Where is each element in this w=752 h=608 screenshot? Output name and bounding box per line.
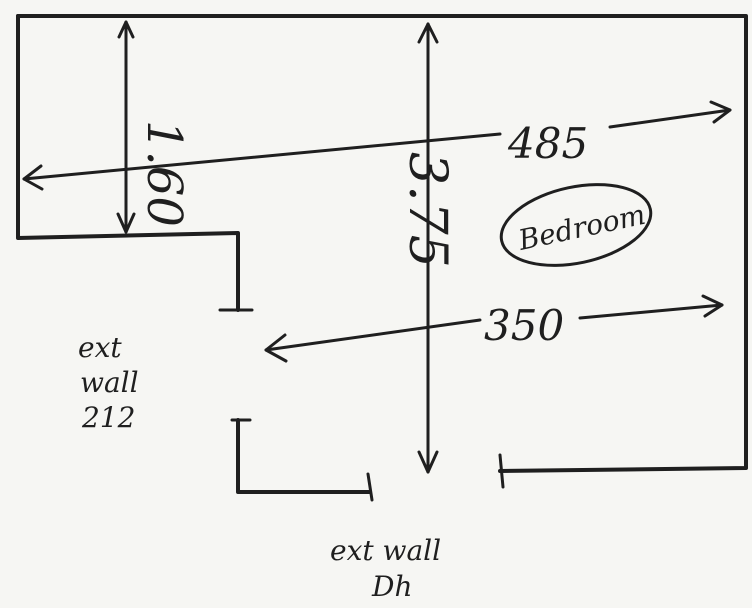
room-outline-bottom-left-section xyxy=(236,418,372,494)
room-outline-top-left-section xyxy=(16,14,240,312)
room-label-bubble xyxy=(499,183,653,267)
arrowhead-top-width-left xyxy=(22,164,44,191)
dimension-label-left-vertical: 1.60 xyxy=(136,120,192,227)
note-bottom-opening-line-2: Dh xyxy=(371,570,412,603)
arrowhead-middle-vertical-bottom xyxy=(417,450,439,474)
dimension-line-top-width-left xyxy=(22,132,502,181)
dimension-label-inner-width: 350 xyxy=(484,301,564,350)
arrowhead-left-vertical-bottom xyxy=(116,212,136,234)
note-left-opening-line-1: ext xyxy=(78,331,122,364)
arrowhead-middle-vertical-top xyxy=(417,22,439,44)
dimension-label-middle-vertical: 3.75 xyxy=(397,152,457,268)
arrowhead-left-vertical-top xyxy=(117,20,135,39)
arrowhead-inner-width-left xyxy=(264,333,288,363)
arrowhead-inner-width-right xyxy=(701,294,724,318)
room-label-text: Bedroom xyxy=(515,198,649,257)
note-bottom-opening-line-1: ext wall xyxy=(330,534,441,567)
wall-cap-bottom-opening-left xyxy=(366,472,374,502)
room-outline-top-wall xyxy=(16,14,748,473)
dimension-line-top-width-right xyxy=(608,108,732,129)
dimension-line-inner-width-right xyxy=(578,303,724,320)
wall-cap-bottom-opening-right xyxy=(498,453,505,489)
dimension-label-top-width: 485 xyxy=(507,119,588,168)
note-left-opening-line-3: 212 xyxy=(81,401,135,434)
note-left-opening-line-2: wall xyxy=(80,366,139,399)
arrowhead-top-width-right xyxy=(709,100,732,124)
dimension-line-inner-width-left xyxy=(264,318,482,352)
